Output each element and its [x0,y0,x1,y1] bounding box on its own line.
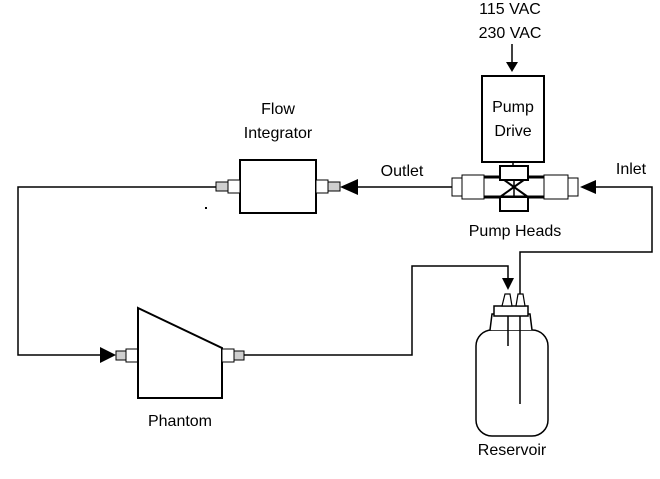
phantom-to-reservoir-line [244,265,514,356]
flow-integrator-label-2: Integrator [244,125,313,142]
reservoir-label: Reservoir [478,442,547,459]
power-label-230: 230 VAC [479,25,542,42]
power-label-115: 115 VAC [479,1,541,18]
outlet-label: Outlet [381,163,424,180]
inlet-label: Inlet [616,161,647,178]
flow-integrator [215,159,341,214]
power-arrow [506,44,518,72]
pump-drive-label-2: Drive [494,123,531,140]
reservoir [475,293,549,437]
pump-heads-label: Pump Heads [469,223,562,240]
pump-drive: Pump Drive [481,75,545,172]
pump-heads [451,165,579,212]
phantom [115,306,245,399]
pump-drive-label-1: Pump [492,99,534,116]
stray-dot [205,207,207,209]
outlet-line [340,179,452,195]
inlet-line [519,180,653,298]
phantom-label: Phantom [148,413,212,430]
flow-integrator-label-1: Flow [261,101,295,118]
return-line [17,186,216,363]
